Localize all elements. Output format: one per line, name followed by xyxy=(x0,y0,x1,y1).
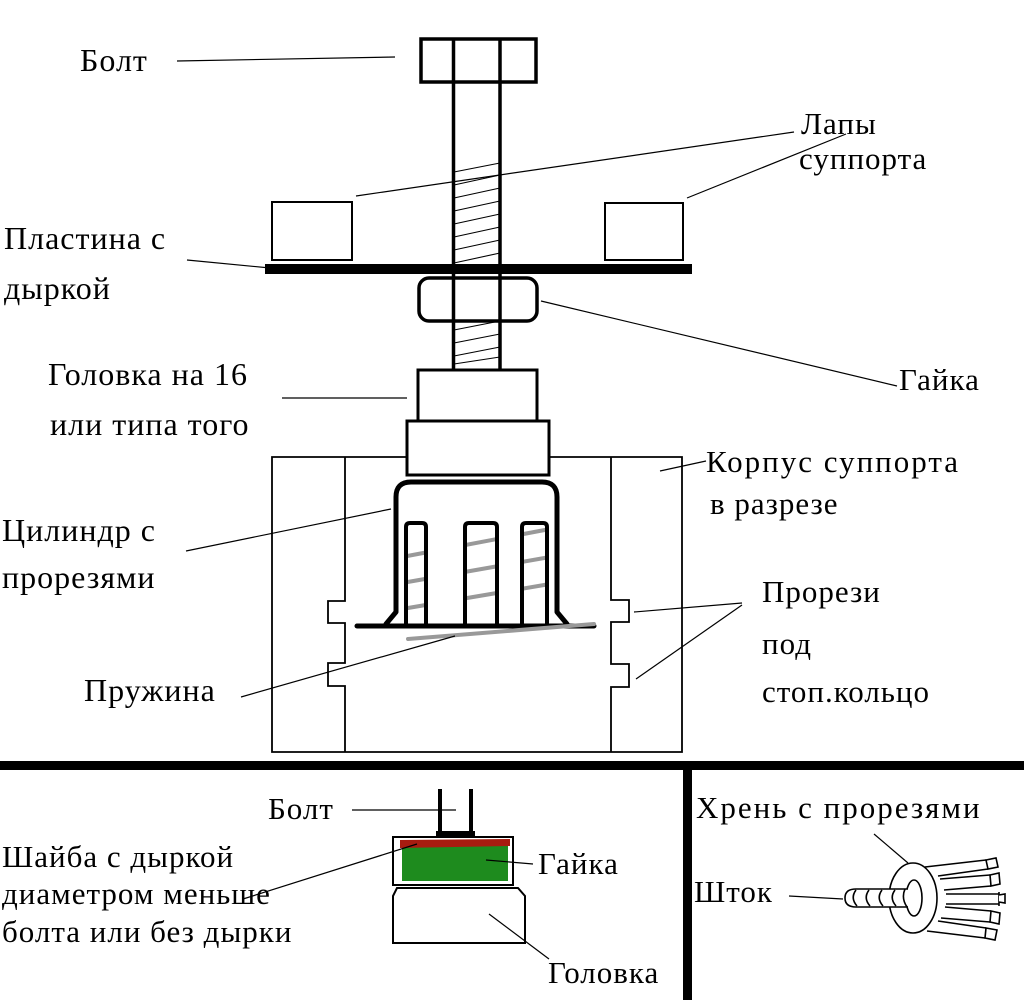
label-body-line2: в разрезе xyxy=(710,486,839,521)
label-bolt2: Болт xyxy=(268,791,334,826)
leader-nut2 xyxy=(485,859,534,865)
label-slots-line2: под xyxy=(762,626,812,661)
leader-body xyxy=(659,460,707,472)
label-washer-line1: Шайба с дыркой xyxy=(2,839,235,874)
leader-nut xyxy=(540,300,898,387)
caliper-body-drawing xyxy=(271,456,683,753)
bolt-thread-hatch-lower xyxy=(453,320,501,365)
label-rod: Шток xyxy=(694,874,773,909)
bolt-shaft-drawing xyxy=(451,82,502,370)
leader-rod xyxy=(788,895,844,900)
head-drawing xyxy=(392,887,526,944)
nut-drawing xyxy=(417,276,539,323)
label-slots-line3: стоп.кольцо xyxy=(762,674,931,709)
plate-drawing xyxy=(265,264,692,274)
divider-horizontal xyxy=(0,761,1024,770)
leader-slots-lower xyxy=(635,604,743,680)
label-washer-line2: диаметром меньше xyxy=(2,876,271,911)
leader-tool xyxy=(873,833,909,864)
divider-vertical xyxy=(683,761,692,1000)
bolt-thread-hatch-upper xyxy=(453,162,501,264)
label-cylinder-line1: Цилиндр с xyxy=(2,512,156,548)
piston-metal-bands xyxy=(397,520,557,624)
caliper-leg-right-drawing xyxy=(604,202,684,261)
leader-lines-bottom-right xyxy=(788,833,909,900)
label-head: Головка xyxy=(548,955,660,990)
slotted-tool-drawing xyxy=(844,857,1006,941)
leader-lines-bottom-left xyxy=(242,809,550,960)
caliper-leg-left-drawing xyxy=(271,201,353,261)
piston-cylinder-drawing xyxy=(354,479,597,629)
label-plate-line1: Пластина с xyxy=(4,220,167,256)
bolt-head-drawing xyxy=(419,37,538,84)
leader-lines-main xyxy=(176,56,898,698)
label-cylinder-line2: прорезями xyxy=(2,559,156,595)
bolt2-tip xyxy=(436,831,475,838)
label-washer-line3: болта или без дырки xyxy=(2,914,293,949)
nut2-outline xyxy=(392,836,514,886)
leader-spring xyxy=(240,635,456,698)
socket-drawing xyxy=(405,368,551,477)
label-nut2: Гайка xyxy=(538,846,619,881)
label-bolt: Болт xyxy=(80,42,148,78)
leader-slots-upper xyxy=(633,602,743,613)
spring-bottom-coil xyxy=(406,622,596,641)
leader-plate xyxy=(186,259,271,269)
label-socket-line2: или типа того xyxy=(50,406,250,442)
label-nut: Гайка xyxy=(899,362,980,397)
leader-bolt xyxy=(176,56,396,62)
washer-drawing xyxy=(400,839,510,848)
label-tool: Хрень с прорезями xyxy=(696,790,982,825)
leader-head xyxy=(488,913,550,960)
bolt2-drawing xyxy=(438,789,473,834)
label-socket-line1: Головка на 16 xyxy=(48,356,248,392)
nut2-green-fill xyxy=(402,845,508,881)
leader-legs-right xyxy=(686,133,847,199)
label-slots-line1: Прорези xyxy=(762,574,881,609)
label-legs-line2: суппорта xyxy=(799,141,928,176)
label-spring: Пружина xyxy=(84,672,216,708)
label-legs-line1: Лапы xyxy=(801,106,877,141)
label-body-line1: Корпус суппорта xyxy=(706,444,961,479)
leader-legs-left xyxy=(355,131,795,197)
label-plate-line2: дыркой xyxy=(4,270,111,306)
leader-cylinder xyxy=(185,508,392,552)
leader-washer xyxy=(242,843,418,900)
